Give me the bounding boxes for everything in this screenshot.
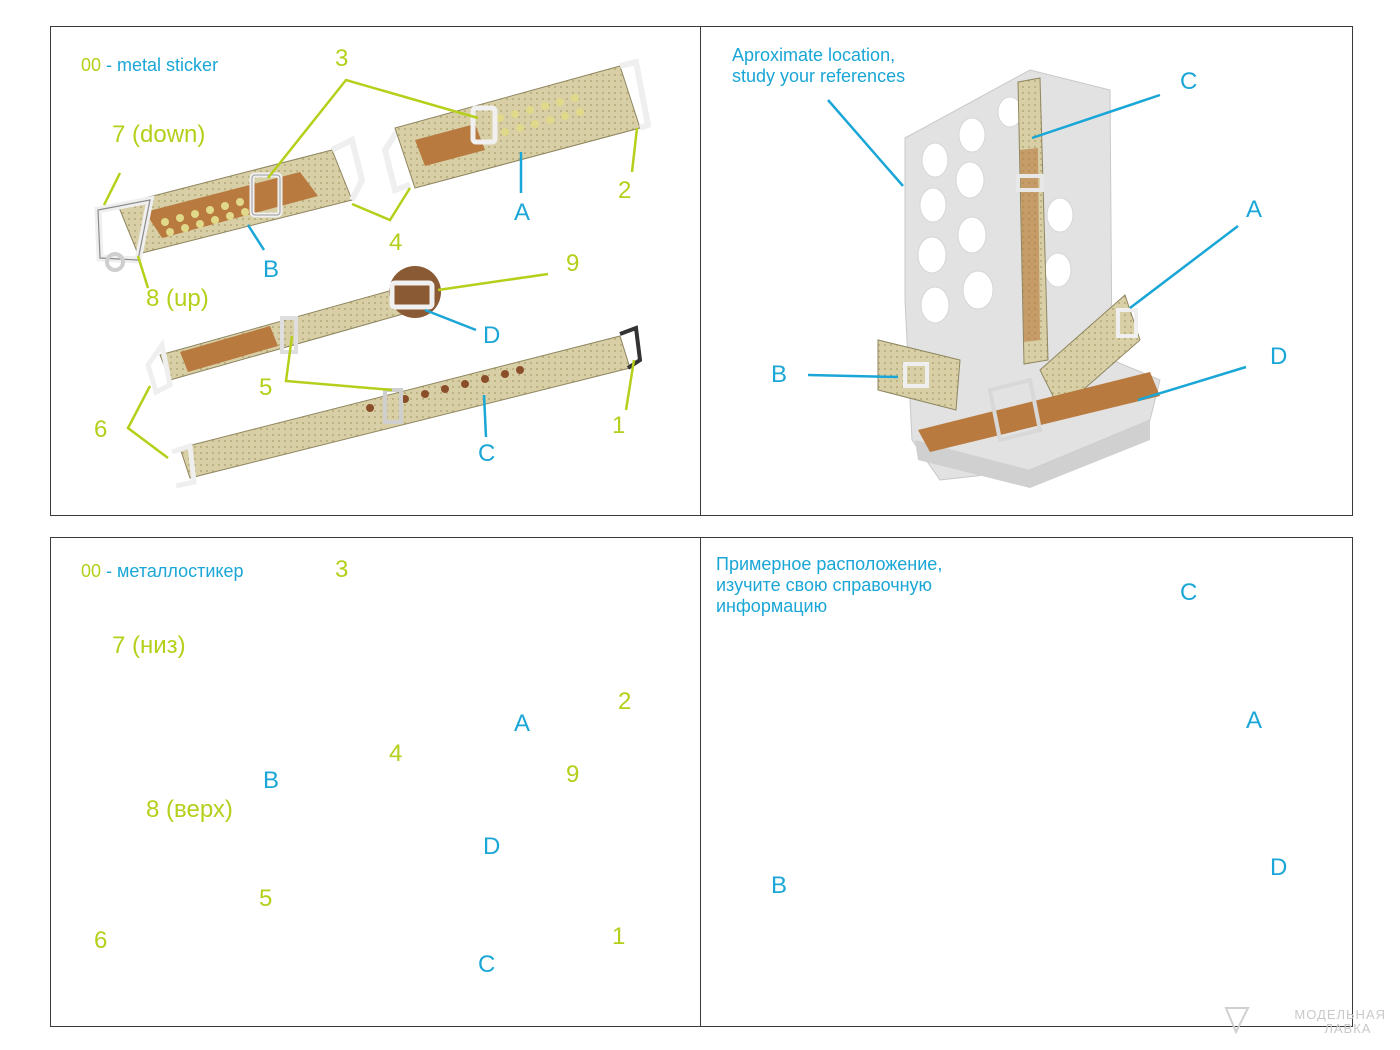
- panel-divider-en: [700, 26, 701, 515]
- seat-label-A-en: A: [1246, 196, 1263, 223]
- panel-divider-ru: [700, 537, 701, 1026]
- part-label-B-ru: B: [263, 767, 280, 794]
- reference-note-line-3-ru: информацию: [716, 596, 828, 616]
- part-label-7-ru: 7 (низ): [112, 632, 186, 659]
- buckle-4-en: [330, 128, 411, 202]
- seat-label-B-en: B: [771, 361, 788, 388]
- part-label-8-ru: 8 (верх): [146, 796, 233, 823]
- legend-en: 00 - metal sticker: [81, 54, 218, 76]
- strap-C-en: [171, 325, 643, 489]
- legend-number-en: 00: [81, 55, 102, 75]
- part-label-9-ru: 9: [566, 761, 580, 788]
- seat-label-D-ru: D: [1270, 854, 1288, 881]
- legend-ru: 00 - металлостикер: [81, 560, 244, 582]
- part-label-2-ru: 2: [618, 688, 632, 715]
- seat-label-A-ru: A: [1246, 707, 1263, 734]
- seat-callout-lines-en: [807, 93, 1247, 402]
- part-label-C-en: C: [478, 440, 496, 467]
- watermark-line-1: МОДЕЛЬНАЯ: [1294, 1007, 1386, 1022]
- part-label-4-en: 4: [389, 229, 403, 256]
- part-label-3-ru: 3: [335, 556, 349, 583]
- part-label-2-en: 2: [618, 177, 632, 204]
- reference-note-line-2-en: study your references: [732, 66, 906, 86]
- legend-text-en: - metal sticker: [106, 55, 219, 75]
- callout-lines-blue-en: [246, 152, 523, 438]
- part-label-D-ru: D: [483, 833, 501, 860]
- part-label-8-en: 8 (up): [146, 285, 209, 312]
- buckle-2-en: [619, 58, 652, 131]
- strap-A-en: [394, 65, 641, 189]
- part-label-1-ru: 1: [612, 923, 626, 950]
- part-label-6-en: 6: [94, 416, 108, 443]
- seat-label-B-ru: B: [771, 872, 788, 899]
- reference-note-line-2-ru: изучите свою справочную: [716, 575, 933, 595]
- part-label-1-en: 1: [612, 412, 626, 439]
- seat-label-C-en: C: [1180, 68, 1198, 95]
- buckle-3-right-en: [470, 105, 498, 145]
- part-label-A-en: A: [514, 199, 531, 226]
- instruction-panel-ru: [50, 537, 1353, 1027]
- reference-note-line-1-en: Aproximate location,: [732, 45, 896, 65]
- part-label-4-ru: 4: [389, 740, 403, 767]
- part-label-D-en: D: [483, 322, 501, 349]
- watermark: МОДЕЛЬНАЯ ЛАВКА: [1294, 1008, 1386, 1036]
- part-label-9-en: 9: [566, 250, 580, 277]
- seat-label-D-en: D: [1270, 343, 1288, 370]
- part-label-5-ru: 5: [259, 885, 273, 912]
- watermark-line-2: ЛАВКА: [1324, 1021, 1372, 1036]
- reference-note-en: Aproximate location, study your referenc…: [732, 45, 905, 87]
- reference-note-ru: Примерное расположение, изучите свою спр…: [716, 554, 942, 617]
- callout-lines-green-en: [102, 78, 639, 459]
- buckle-3-left-en: [249, 172, 283, 218]
- part-label-3-en: 3: [335, 45, 349, 72]
- part-label-A-ru: A: [514, 710, 531, 737]
- watermark-icon: [1224, 1007, 1250, 1034]
- seat-label-C-ru: C: [1180, 579, 1198, 606]
- part-label-6-ru: 6: [94, 927, 108, 954]
- seat-illustration-en: [877, 69, 1161, 488]
- part-label-C-ru: C: [478, 951, 496, 978]
- strap-B-en: [117, 149, 353, 255]
- part-label-7-en: 7 (down): [112, 121, 206, 148]
- reference-note-line-1-ru: Примерное расположение,: [716, 554, 943, 574]
- part-label-B-en: B: [263, 256, 280, 283]
- part-label-5-en: 5: [259, 374, 273, 401]
- legend-text-ru: - металлостикер: [106, 561, 244, 581]
- strap-D-en: [145, 266, 441, 396]
- legend-number-ru: 00: [81, 561, 102, 581]
